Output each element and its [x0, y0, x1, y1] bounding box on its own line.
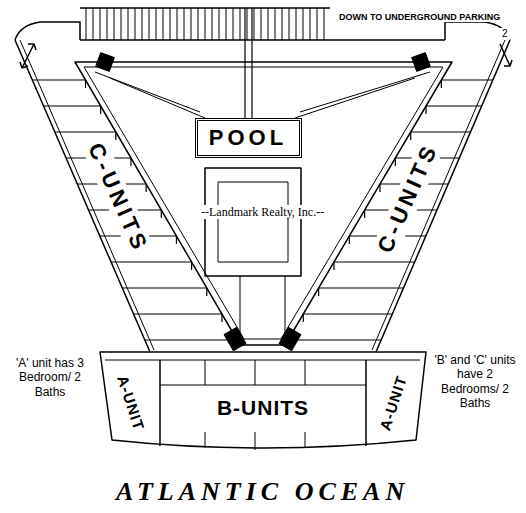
- fence-picket: [261, 8, 262, 40]
- unit-partition: [111, 262, 192, 270]
- unit-partition: [32, 80, 85, 88]
- unit-name: C-UNITS: [372, 138, 444, 258]
- unit-label: A-UNIT: [375, 370, 412, 435]
- walkway: [244, 8, 245, 120]
- unit-partition: [319, 288, 404, 296]
- fence-picket: [100, 8, 101, 40]
- watermark: --Landmark Realty, Inc.--: [199, 205, 326, 219]
- unit-partition: [44, 106, 101, 114]
- fence-picket: [212, 8, 213, 40]
- outer-wall: [20, 40, 505, 350]
- callout-number: 2: [500, 28, 510, 40]
- unit-wall: [159, 360, 161, 446]
- parking-arrow: [20, 44, 36, 68]
- fence-picket: [317, 8, 318, 40]
- walkway: [95, 72, 430, 118]
- fence-picket: [219, 8, 220, 40]
- fence-picket: [296, 8, 297, 40]
- fence-picket: [268, 8, 269, 40]
- unit-label: B-UNITS: [213, 396, 314, 421]
- fence-picket: [226, 8, 227, 40]
- unit-note: 'B' and 'C' units have 2 Bedrooms/ 2 Bat…: [432, 353, 518, 411]
- top-wall: [15, 22, 80, 40]
- stair-tower: [224, 328, 245, 351]
- fence-picket: [191, 8, 192, 40]
- walkway: [251, 8, 252, 120]
- unit-note: 'A' unit has 3 Bedroom/ 2 Baths: [10, 356, 90, 399]
- fence-picket: [205, 8, 206, 40]
- fence-picket: [86, 8, 87, 40]
- unit-name: A-UNIT: [375, 372, 410, 433]
- walkway: [240, 276, 241, 340]
- unit-wall: [365, 360, 367, 446]
- unit-partition: [303, 314, 392, 322]
- parking-arrow: [500, 44, 512, 66]
- fence-picket: [282, 8, 283, 40]
- fence-picket: [121, 8, 122, 40]
- fence-picket: [177, 8, 178, 40]
- unit-partition: [334, 262, 415, 270]
- balcony: [105, 360, 420, 361]
- fence-picket: [93, 8, 94, 40]
- walkway: [285, 276, 286, 340]
- fence-picket: [198, 8, 199, 40]
- unit-partition: [122, 288, 206, 296]
- outer-wall: [15, 40, 510, 352]
- fence-picket: [310, 8, 311, 40]
- fence-picket: [303, 8, 304, 40]
- fence-picket: [107, 8, 108, 40]
- unit-partition: [145, 340, 237, 348]
- unit-label: A-UNIT: [112, 370, 149, 435]
- fence-picket: [156, 8, 157, 40]
- unit-wall: [160, 360, 366, 450]
- fence-picket: [142, 8, 143, 40]
- parking-note: DOWN TO UNDERGROUND PARKING: [337, 12, 502, 23]
- unit-partition: [426, 106, 482, 114]
- courtyard-wall: [84, 67, 443, 339]
- stair-tower: [96, 53, 114, 71]
- unit-partition: [134, 314, 222, 322]
- unit-label: C-UNITS: [80, 135, 155, 261]
- fence-picket: [324, 8, 325, 40]
- fence-picket: [254, 8, 255, 40]
- ocean-label: ATLANTIC OCEAN: [114, 476, 411, 507]
- top-wall: [445, 22, 510, 40]
- fence-picket: [240, 8, 241, 40]
- oceanfront-block: [100, 352, 426, 448]
- fence-picket: [247, 8, 248, 40]
- unit-label: C-UNITS: [370, 135, 445, 261]
- unit-name: A-UNIT: [113, 372, 148, 433]
- deck: [205, 168, 301, 276]
- fence-picket: [289, 8, 290, 40]
- unit-partition: [441, 80, 492, 88]
- fence-picket: [275, 8, 276, 40]
- fence-picket: [233, 8, 234, 40]
- stair-tower: [412, 53, 430, 71]
- fence-picket: [163, 8, 164, 40]
- fence-picket: [170, 8, 171, 40]
- unit-partition: [288, 340, 381, 348]
- fence-picket: [128, 8, 129, 40]
- deck: [218, 182, 288, 262]
- stair-tower: [279, 328, 300, 351]
- fence-picket: [149, 8, 150, 40]
- fence-picket: [114, 8, 115, 40]
- courtyard-wall: [75, 62, 452, 345]
- fence-picket: [135, 8, 136, 40]
- pool-name: POOL: [208, 125, 289, 150]
- unit-name: C-UNITS: [82, 138, 154, 258]
- unit-partition: [55, 132, 116, 140]
- pool-box: POOL: [195, 118, 302, 158]
- unit-name: B-UNITS: [216, 396, 311, 420]
- fence-picket: [184, 8, 185, 40]
